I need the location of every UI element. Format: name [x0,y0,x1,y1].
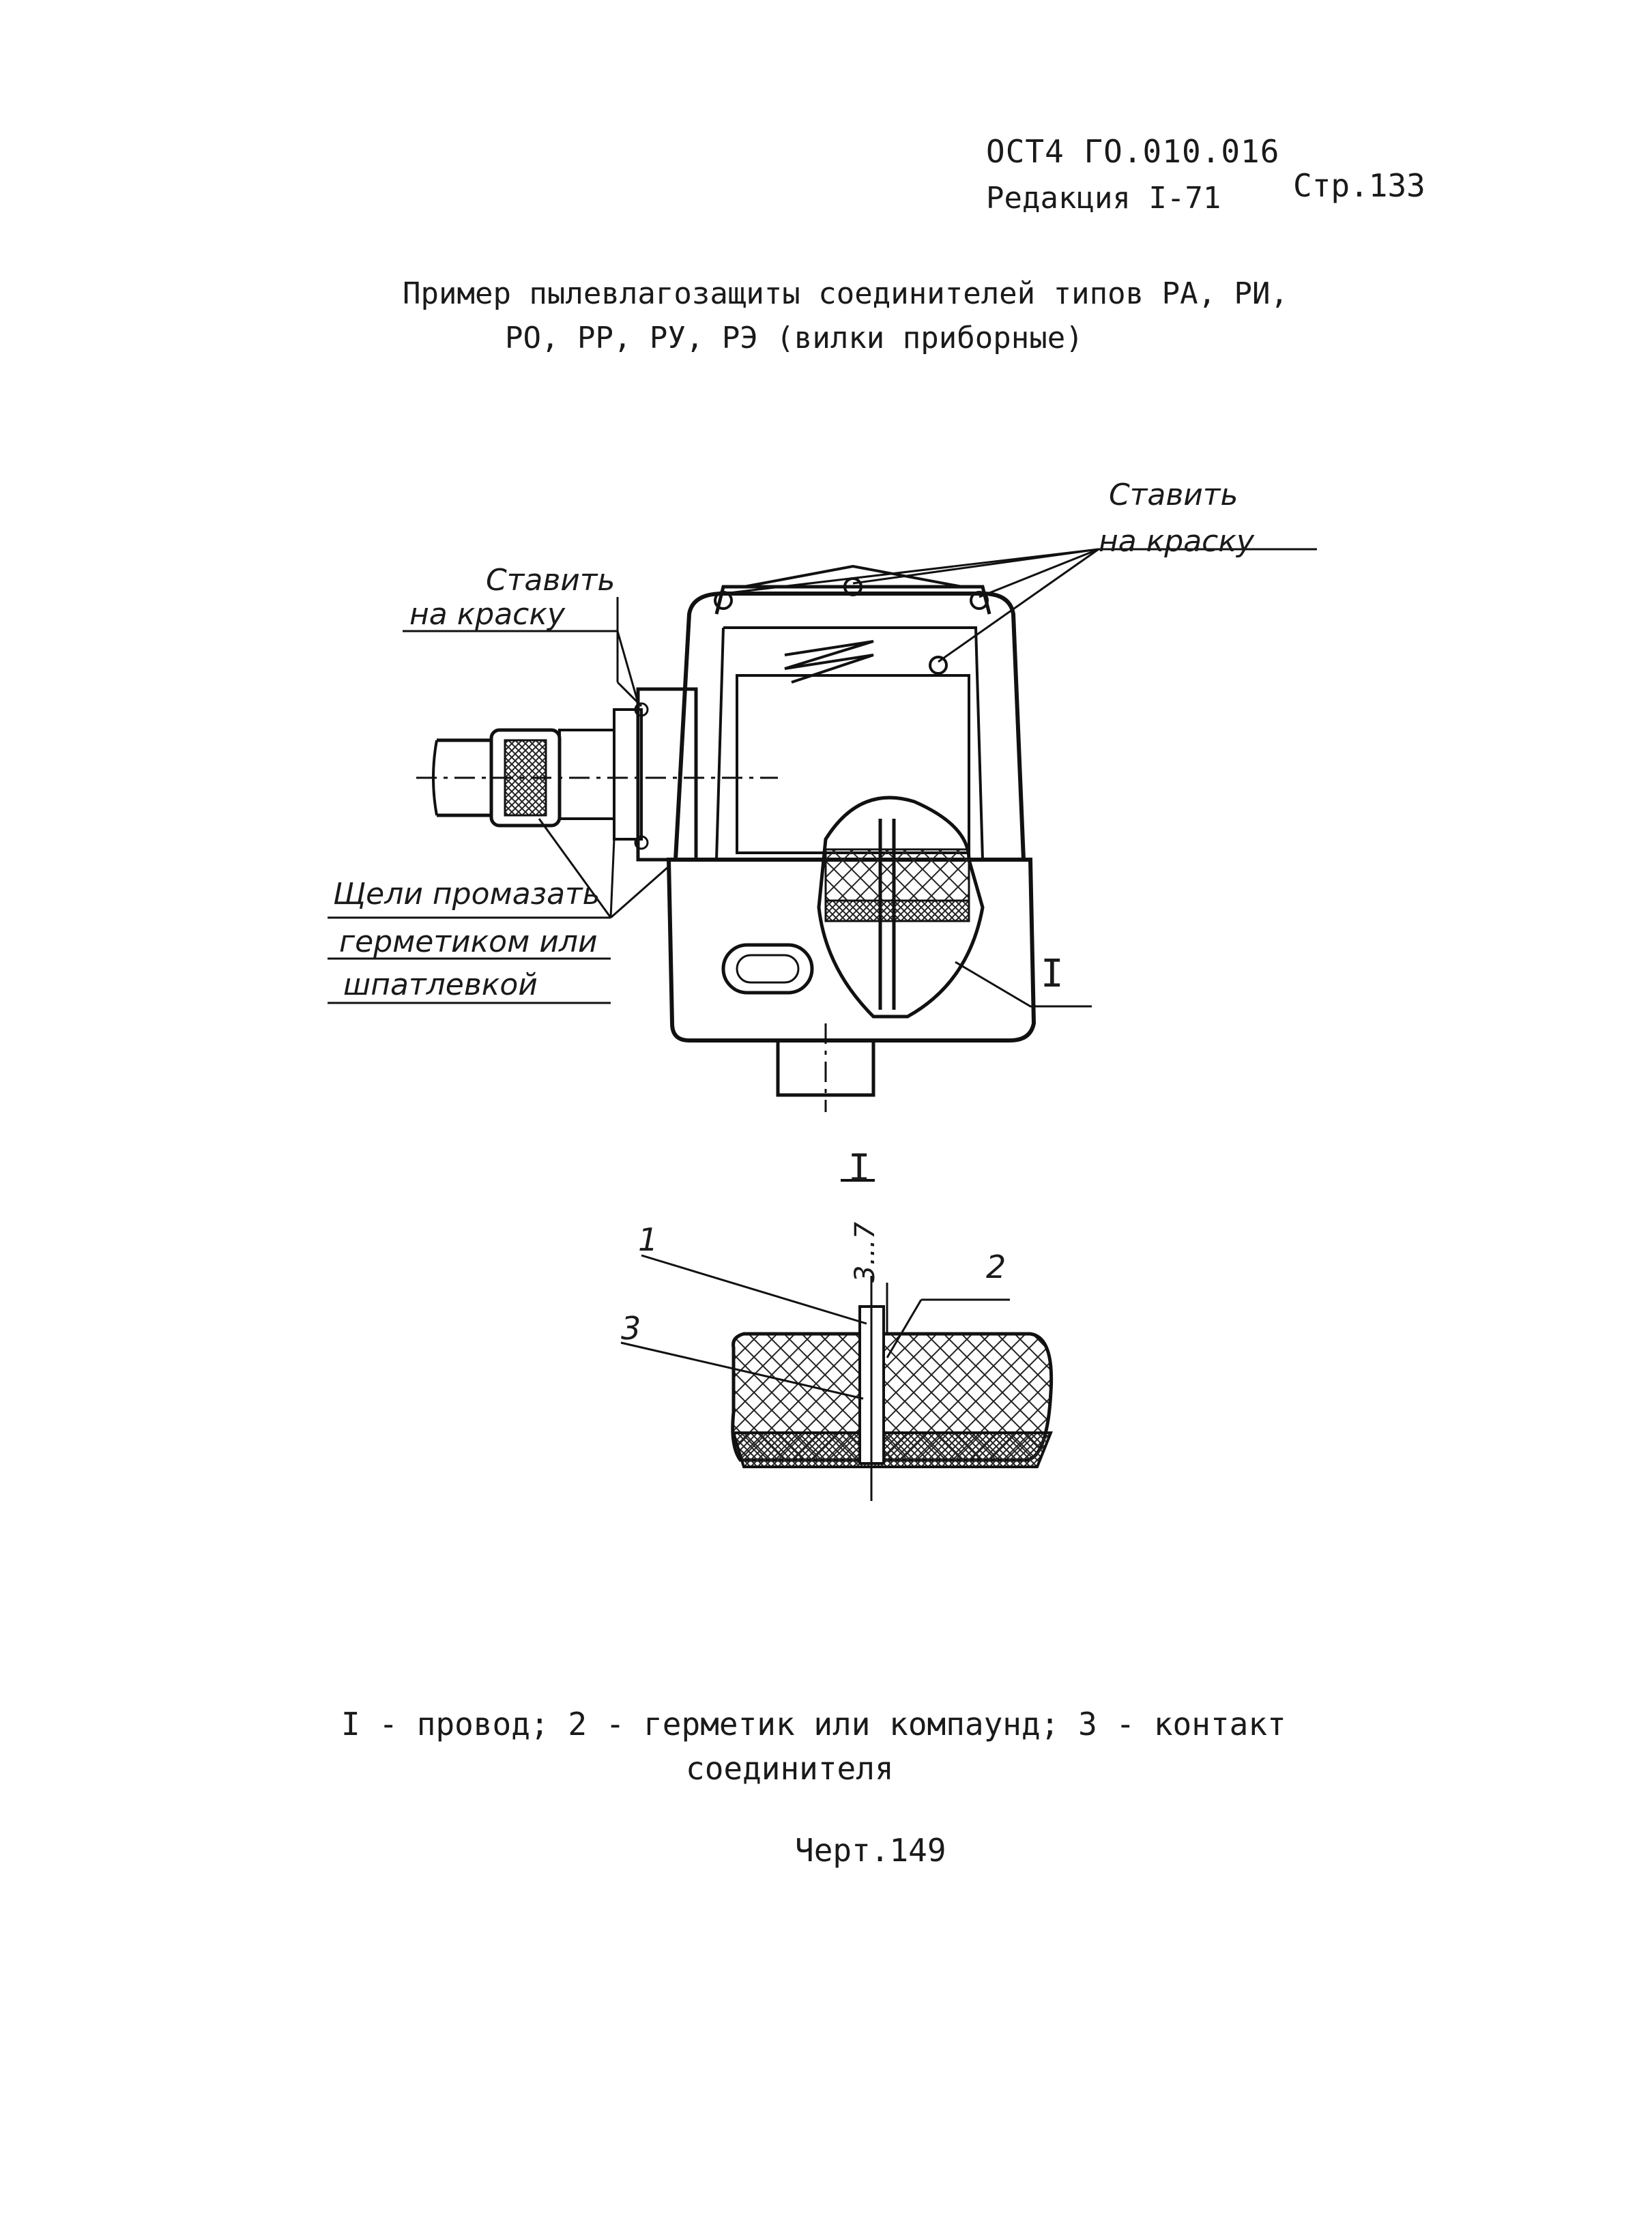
label-seal-line-2: герметиком или [339,924,598,959]
detail-section-view [620,1179,1054,1501]
caption-line-1: I - провод; 2 - герметик или компаунд; 3… [341,1706,1286,1743]
label-paint-left-line-2: на краску [409,597,565,632]
label-paint-right-line-2: на краску [1099,524,1254,559]
label-paint-right-line-1: Ставить [1109,478,1238,512]
callout-3: 3 [621,1310,641,1347]
connector-assembly [328,548,1317,1112]
callout-1: 1 [638,1221,658,1258]
callout-2: 2 [986,1249,1006,1285]
dimension-label: 3...7 [850,1221,881,1283]
drawing-number: Черт.149 [795,1832,946,1869]
detail-title: I [848,1146,871,1189]
label-seal-line-3: шпатлевкой [343,967,538,1002]
page-number: Стр.133 [1293,167,1425,204]
label-seal-line-1: Щели промазать [333,877,600,912]
revision-label: Редакция I-71 [986,181,1221,216]
page-title-line-1: Пример пылевлагозащиты соединителей типо… [403,276,1289,311]
standard-code: ОСТ4 ГО.010.016 [986,133,1280,170]
page-title-line-2: РО, РР, РУ, РЭ (вилки приборные) [505,321,1084,355]
view-marker: I [1041,952,1064,996]
label-paint-left-line-1: Ставить [486,563,615,598]
caption-line-2: соединителя [686,1750,894,1787]
